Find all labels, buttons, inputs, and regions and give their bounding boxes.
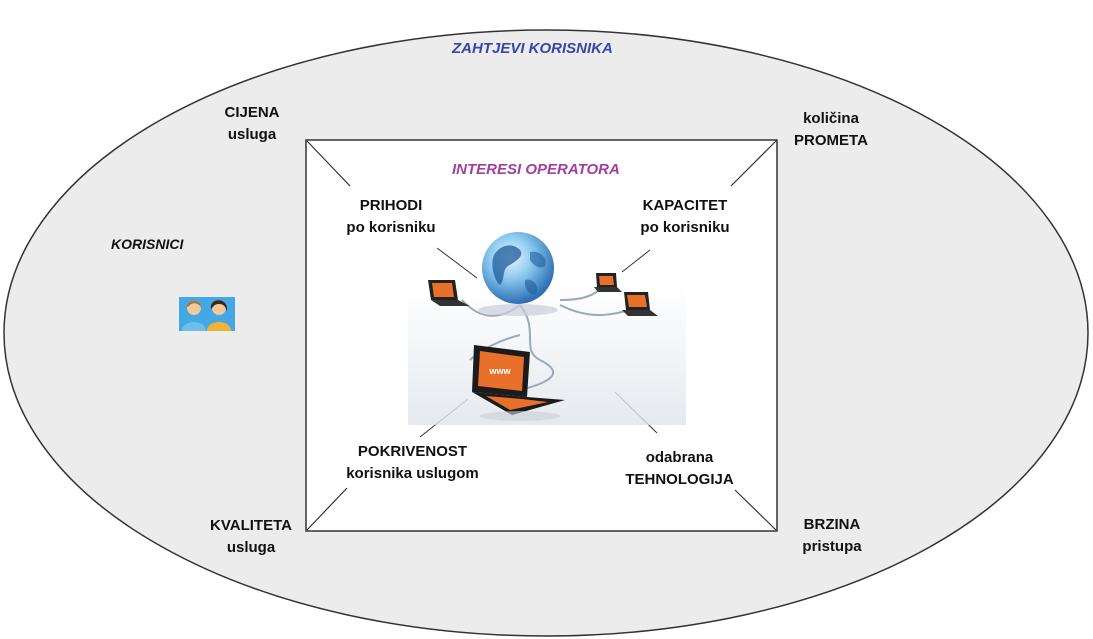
laptop-icon: www [472, 345, 565, 421]
users-icon [179, 297, 235, 331]
operator-interests-title: INTERESI OPERATORA [452, 161, 620, 178]
corner-connectors [306, 140, 777, 531]
laptop-icon [594, 273, 622, 292]
network-illustration: www [408, 232, 686, 425]
user-requirements-title: ZAHTJEVI KORISNIKA [452, 40, 613, 57]
globe-icon [478, 232, 558, 316]
laptop-icon [428, 280, 470, 306]
users-label: KORISNICI [111, 236, 184, 252]
laptop-icon [622, 292, 658, 316]
svg-text:www: www [488, 366, 511, 376]
